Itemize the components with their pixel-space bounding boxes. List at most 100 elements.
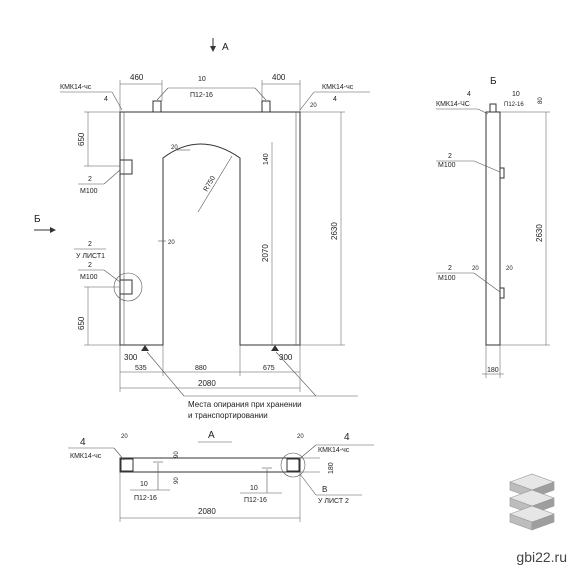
leader: [146, 351, 185, 397]
view-b-label: Б: [34, 214, 41, 225]
dim-880: 880: [195, 365, 207, 372]
side-dim-20-left: 20: [472, 266, 479, 272]
sheet-num: 2: [88, 241, 92, 248]
plan-sheet-ref: У ЛИСТ 2: [318, 498, 349, 505]
lifting-loop-left: [152, 100, 162, 113]
plan-anchor-right-code: П12-16: [244, 497, 267, 504]
leader: [275, 351, 317, 397]
plan-anchor-right-count: 10: [250, 485, 258, 492]
plan-dim-180: 180: [328, 462, 335, 474]
leader: [156, 87, 169, 101]
leader: [103, 169, 121, 185]
dim-140: 140: [263, 153, 270, 165]
support-note-2: и транспортировании: [188, 411, 268, 420]
anchor-count: 10: [198, 76, 206, 83]
detail-circle-2: [280, 452, 306, 478]
leader: [254, 87, 267, 101]
support-mark-left: [141, 345, 149, 351]
plan-panel: [119, 457, 301, 473]
front-view: А 460 400 10 П12-16 КМК14-чс 4 КМК14-чс: [34, 38, 370, 420]
leader: [113, 447, 125, 461]
embed-plate-m100-top: [119, 159, 133, 175]
plan-kmk-left: [120, 458, 134, 472]
leader: [477, 108, 489, 115]
side-kmk: КМК14-ЧС: [436, 101, 470, 108]
panel-outline: [119, 111, 301, 346]
plan-dim-20-left: 20: [121, 434, 128, 440]
plan-kmk-right: [286, 458, 300, 472]
leader: [103, 269, 121, 283]
kmk-right-num: 4: [333, 96, 337, 103]
dim-2080: 2080: [198, 379, 216, 388]
view-a-arrowhead: [210, 46, 216, 52]
plan-kmk-right: КМК14-чс: [318, 447, 350, 454]
dim-2070: 2070: [261, 244, 270, 262]
plan-anchor-left-code: П12-16: [134, 495, 157, 502]
kmk-left-label: КМК14-чс: [60, 84, 92, 91]
view-a-label: А: [222, 42, 229, 53]
plan-view: 4 КМК14-чс 20 А 20 4 КМК14-чс 90 90 180 …: [68, 430, 374, 522]
dim-20-mid: 20: [168, 240, 175, 246]
dim-20-top: 20: [310, 103, 317, 109]
dim-650-top: 650: [77, 132, 86, 146]
m100-num-1: 2: [88, 176, 92, 183]
side-dim-80: 80: [538, 97, 544, 104]
leader: [111, 91, 123, 111]
m100-num-2: 2: [88, 262, 92, 269]
plan-dim-90-top: 90: [174, 451, 180, 458]
side-kmk-num: 4: [467, 91, 471, 98]
side-m100-num-1: 2: [448, 153, 452, 160]
view-b-arrowhead: [50, 227, 56, 233]
side-m100-2: М100: [438, 275, 456, 282]
leader: [299, 91, 315, 111]
side-panel: [485, 111, 501, 346]
plan-kmk-left-num: 4: [80, 437, 86, 448]
radius-line: [197, 155, 233, 213]
brand-site[interactable]: gbi22.ru: [516, 549, 567, 565]
sheet-ref: У ЛИСТ1: [76, 253, 105, 260]
side-embed-top: [499, 167, 505, 179]
leader: [299, 473, 317, 496]
side-lifting-loop: [489, 103, 497, 113]
lifting-loop-right: [261, 100, 271, 113]
side-dim-20-right: 20: [506, 266, 513, 272]
leader: [473, 160, 501, 173]
plan-dim-90-bottom: 90: [174, 477, 180, 484]
support-mark-right: [271, 345, 279, 351]
dim-20-arch: 20: [171, 145, 178, 151]
dim-2630: 2630: [330, 222, 339, 240]
side-dim-2630: 2630: [535, 224, 544, 242]
support-note-1: Места опирания при хранении: [188, 400, 302, 409]
side-anchor-count: 10: [512, 91, 520, 98]
plan-kmk-left: КМК14-чс: [70, 453, 102, 460]
embed-plate-m100-bottom: [119, 279, 133, 295]
side-anchor-code: П12-16: [504, 102, 524, 108]
dim-650-bottom: 650: [77, 316, 86, 330]
dim-675: 675: [263, 365, 275, 372]
leader: [297, 444, 317, 461]
leader: [473, 272, 501, 293]
plan-dim-2080: 2080: [198, 507, 216, 516]
dim-300-right: 300: [279, 353, 293, 362]
dim-535: 535: [135, 365, 147, 372]
dim-300-left: 300: [124, 353, 138, 362]
dim-400: 400: [272, 73, 286, 82]
plan-anchor-left-count: 10: [140, 481, 148, 488]
kmk-right-label: КМК14-чс: [322, 84, 354, 91]
side-view: Б 4 КМК14-ЧС 10 П12-16 80 2 М100 2630 20…: [436, 76, 550, 378]
plan-dim-20-right: 20: [297, 434, 304, 440]
side-m100-1: М100: [438, 162, 456, 169]
side-dim-180: 180: [487, 367, 499, 374]
m100-label-1: М100: [80, 188, 98, 195]
plan-kmk-right-num: 4: [344, 432, 350, 443]
kmk-left-num: 4: [104, 96, 108, 103]
side-title: Б: [490, 76, 497, 87]
side-embed-bottom: [499, 287, 505, 299]
anchor-code: П12-16: [190, 92, 213, 99]
m100-label-2: М100: [80, 274, 98, 281]
plan-view-a: А: [208, 430, 215, 441]
dim-460: 460: [130, 73, 144, 82]
side-m100-num-2: 2: [448, 265, 452, 272]
plan-sheet-letter: В: [322, 485, 327, 494]
